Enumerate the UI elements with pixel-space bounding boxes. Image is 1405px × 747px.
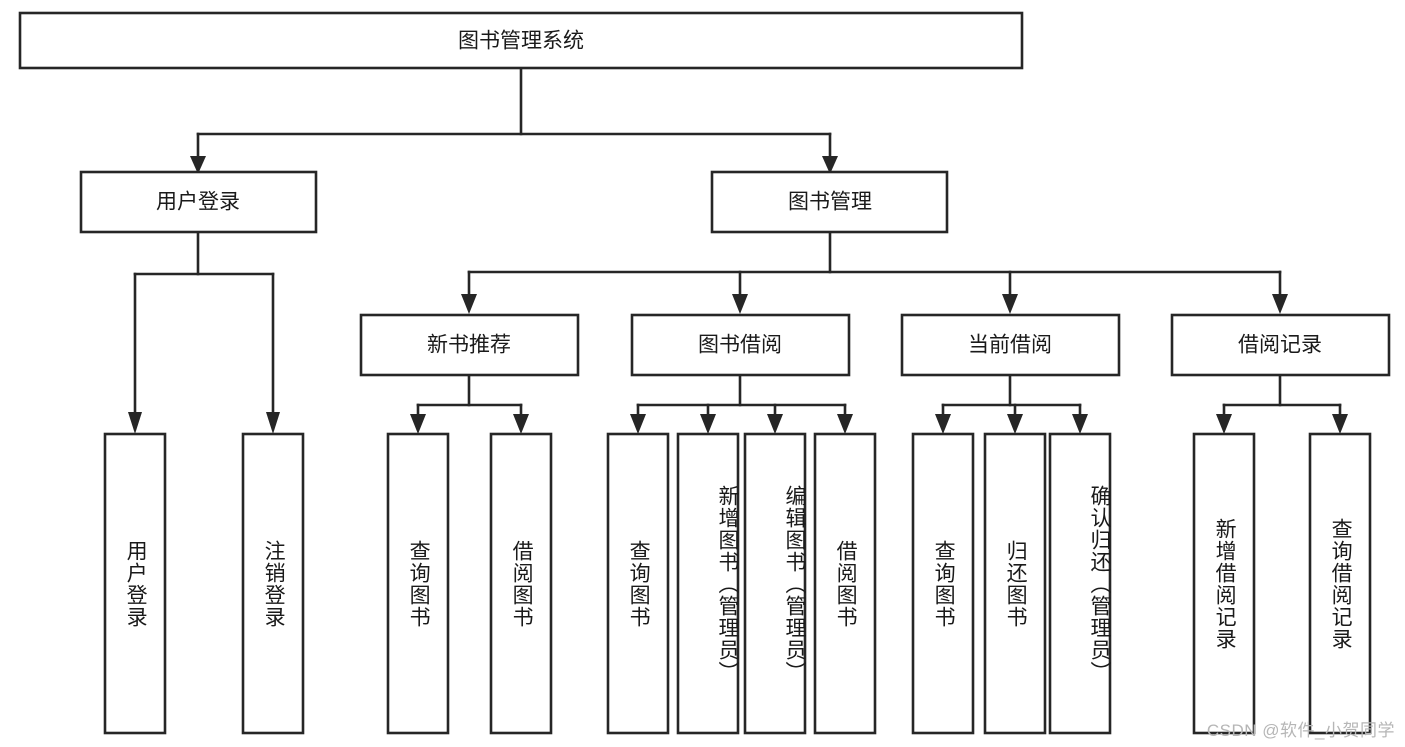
arrow-head-book-manage: [822, 156, 838, 174]
arrow-head-user-login: [190, 156, 206, 174]
arrow-head-leaf-add-book: [700, 414, 716, 434]
arrow-head-leaf-query-book-3: [935, 414, 951, 434]
connector-group-new-book-recommend: [410, 373, 529, 434]
node-current-borrow[interactable]: 当前借阅: [900, 313, 1121, 377]
connector-group-book-borrow: [630, 373, 853, 434]
arrow-head-new-book-recommend: [461, 294, 477, 314]
node-leaf-query-book-3-box[interactable]: [911, 432, 975, 735]
node-leaf-query-book-2-box[interactable]: [606, 432, 670, 735]
node-leaf-query-record-box[interactable]: [1308, 432, 1372, 735]
node-root-box[interactable]: [18, 11, 1024, 70]
node-leaf-borrow-book-1-box[interactable]: [489, 432, 553, 735]
connector-group-current-borrow: [935, 373, 1088, 434]
arrow-head-leaf-add-record: [1216, 414, 1232, 434]
node-user-login[interactable]: 用户登录: [79, 170, 318, 234]
arrow-head-leaf-query-book-1: [410, 414, 426, 434]
csdn-watermark: CSDN @软件_小贺同学: [1206, 721, 1395, 740]
node-borrow-record-label: 借阅记录: [1238, 334, 1322, 357]
node-book-borrow[interactable]: 图书借阅: [630, 313, 851, 377]
node-root-label: 图书管理系统: [458, 30, 584, 53]
node-leaf-confirm-return-box[interactable]: [1048, 432, 1112, 735]
node-book-borrow-box[interactable]: [630, 313, 851, 377]
arrow-head-leaf-borrow-book-2: [837, 414, 853, 434]
connector-group-root: [190, 66, 838, 174]
node-new-book-recommend[interactable]: 新书推荐: [359, 313, 580, 377]
node-new-book-recommend-label: 新书推荐: [427, 334, 511, 357]
leaf-boxes: [103, 432, 1372, 735]
arrow-head-leaf-user-logout: [266, 412, 280, 434]
arrow-head-current-borrow: [1002, 294, 1018, 314]
node-new-book-recommend-box[interactable]: [359, 313, 580, 377]
node-book-borrow-label: 图书借阅: [698, 334, 782, 357]
node-leaf-add-book-box[interactable]: [676, 432, 740, 735]
node-borrow-record-box[interactable]: [1170, 313, 1391, 377]
node-book-manage[interactable]: 图书管理: [710, 170, 949, 234]
connector-group-book-manage: [461, 230, 1288, 314]
node-book-manage-box[interactable]: [710, 170, 949, 234]
arrow-head-leaf-user-login: [128, 412, 142, 434]
arrow-head-leaf-edit-book: [767, 414, 783, 434]
arrow-head-leaf-query-book-2: [630, 414, 646, 434]
node-book-manage-label: 图书管理: [788, 191, 872, 214]
node-leaf-query-book-1-box[interactable]: [386, 432, 450, 735]
node-leaf-user-logout-box[interactable]: [241, 432, 305, 735]
node-leaf-edit-book-box[interactable]: [743, 432, 807, 735]
arrow-head-book-borrow: [732, 294, 748, 314]
node-leaf-borrow-book-2-box[interactable]: [813, 432, 877, 735]
node-borrow-record[interactable]: 借阅记录: [1170, 313, 1391, 377]
node-current-borrow-label: 当前借阅: [968, 334, 1052, 357]
node-leaf-return-book-box[interactable]: [983, 432, 1047, 735]
connector-group-borrow-record: [1216, 373, 1348, 434]
arrow-head-leaf-borrow-book-1: [513, 414, 529, 434]
arrow-head-leaf-confirm-return: [1072, 414, 1088, 434]
arrow-head-borrow-record: [1272, 294, 1288, 314]
node-root[interactable]: 图书管理系统: [18, 11, 1024, 70]
node-user-login-label: 用户登录: [156, 191, 240, 214]
connector-group-user-login: [128, 230, 280, 434]
node-user-login-box[interactable]: [79, 170, 318, 234]
arrow-head-leaf-query-record: [1332, 414, 1348, 434]
node-leaf-add-record-box[interactable]: [1192, 432, 1256, 735]
node-leaf-user-login-box[interactable]: [103, 432, 167, 735]
arrow-head-leaf-return-book: [1007, 414, 1023, 434]
node-current-borrow-box[interactable]: [900, 313, 1121, 377]
